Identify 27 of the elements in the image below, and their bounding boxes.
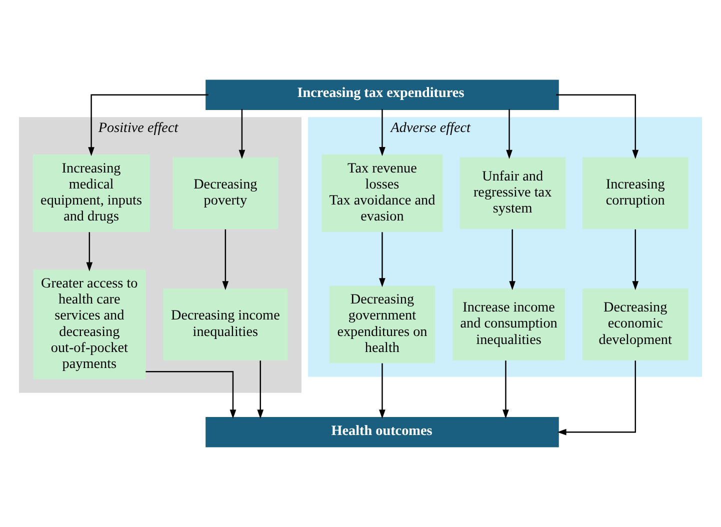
arrow xyxy=(506,109,512,160)
arrow xyxy=(379,109,386,156)
node-box: Decreasing government expenditures on health xyxy=(329,286,436,364)
node-box: Greater access to health care services and decreasing out-of-pocket payments xyxy=(33,270,146,380)
arrow xyxy=(238,109,246,160)
arrow xyxy=(222,229,229,290)
arrow xyxy=(257,360,264,419)
node-box: Decreasing income inequalities xyxy=(163,288,288,360)
node-box: Increasing corruption xyxy=(582,157,688,230)
arrow xyxy=(502,360,509,419)
arrow xyxy=(632,229,639,290)
node-box: Health outcomes xyxy=(206,417,559,448)
arrow xyxy=(88,94,208,156)
node-box: Decreasing economic development xyxy=(582,288,688,360)
arrow xyxy=(86,232,93,272)
node-box: Increasing medical equipment, inputs and drugs xyxy=(32,154,150,232)
arrow xyxy=(556,94,639,159)
arrow xyxy=(379,363,386,419)
node-box: Increase income and consumption inequalities xyxy=(452,288,565,360)
node-box: Decreasing poverty xyxy=(172,157,278,230)
node-box: Unfair and regressive tax system xyxy=(460,157,566,230)
arrow xyxy=(557,360,636,436)
arrow xyxy=(146,371,236,419)
arrow xyxy=(509,229,516,290)
arrow xyxy=(379,232,386,288)
node-box: Increasing tax expenditures xyxy=(206,80,559,110)
node-box: Tax revenue losses Tax avoidance and evasion xyxy=(322,154,443,232)
